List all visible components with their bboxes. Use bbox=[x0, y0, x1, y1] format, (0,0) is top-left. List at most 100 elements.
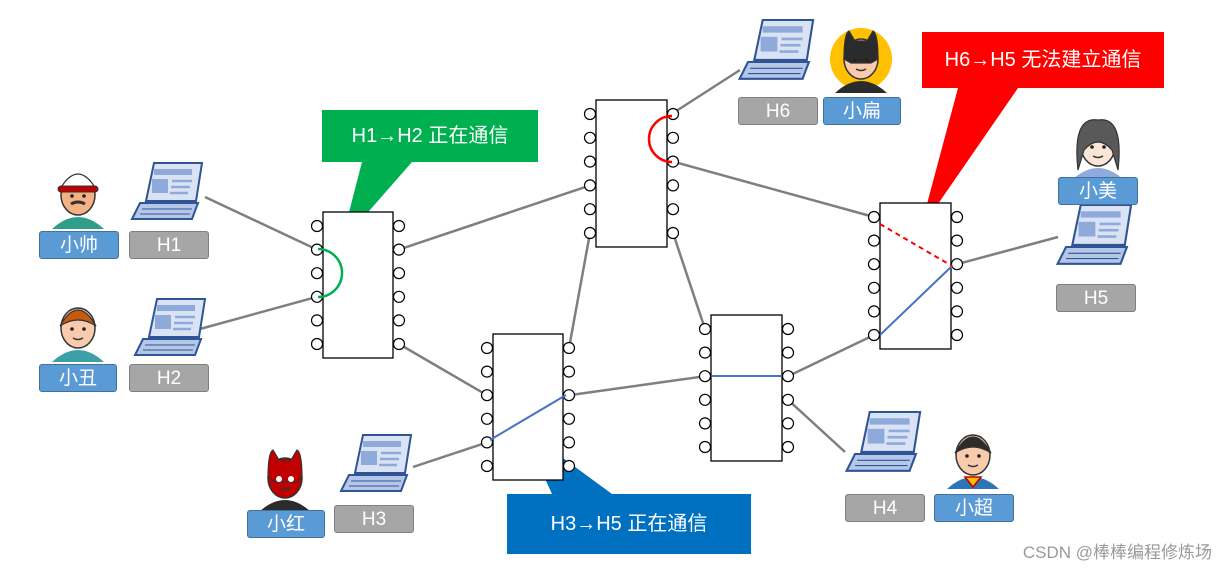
sw-c-port-11 bbox=[562, 459, 576, 473]
callout-h1-h2-text: H1→H2 正在通信 bbox=[351, 125, 509, 147]
avatar-xiaoshuai-icon-body bbox=[52, 217, 104, 229]
circuits bbox=[317, 114, 953, 441]
network-links bbox=[199, 68, 1059, 469]
laptop-h5-icon bbox=[1055, 203, 1133, 265]
link-7 bbox=[671, 232, 707, 330]
laptop-h1-icon bbox=[130, 162, 204, 220]
host-label-h3: H3 bbox=[334, 505, 414, 533]
laptop-h5-icon-keyboard bbox=[1055, 245, 1129, 265]
laptop-h6-icon-keyboard bbox=[737, 60, 811, 80]
laptop-h2-icon-keyboard bbox=[133, 338, 203, 356]
link-12 bbox=[956, 235, 1059, 266]
sw-e-port-11 bbox=[950, 328, 964, 342]
sw-d-port-0 bbox=[698, 322, 712, 336]
avatar-xiaochou-icon-eye-right bbox=[82, 327, 86, 331]
sw-e-port-4 bbox=[867, 305, 881, 318]
link-4 bbox=[669, 68, 741, 117]
laptop-h4-icon-keys bbox=[855, 459, 910, 467]
sw-c-port-4 bbox=[480, 436, 494, 449]
avatar-xiaomei-icon bbox=[1072, 119, 1124, 180]
sw-c-port-9 bbox=[562, 412, 576, 425]
laptop-h3-icon bbox=[339, 434, 413, 492]
host-label-h1: H1 bbox=[129, 231, 209, 259]
avatar-xiaochou-icon-eye-left bbox=[70, 327, 74, 331]
link-10 bbox=[787, 333, 875, 378]
avatar-xiaohong-icon-mask bbox=[267, 449, 303, 483]
laptop-h4-icon-keyboard bbox=[844, 452, 918, 472]
laptop-h5-icon-block bbox=[1078, 221, 1096, 237]
sw-a-port-6 bbox=[392, 219, 406, 233]
laptop-h2-icon-keys bbox=[143, 344, 195, 351]
link-3 bbox=[398, 342, 488, 397]
laptop-h6-icon-keys bbox=[748, 67, 803, 75]
sw-e-port-8 bbox=[950, 258, 964, 271]
sw-e-port-7 bbox=[950, 234, 964, 247]
laptop-h1-icon-lines bbox=[170, 179, 192, 195]
callout-h6-h5-shape bbox=[920, 32, 1164, 230]
avatar-xiaomei-icon-eye-right bbox=[1102, 145, 1106, 149]
avatar-xiaochou-icon-body bbox=[52, 350, 104, 362]
avatar-xiaomei-icon-eye-left bbox=[1090, 145, 1094, 149]
avatar-xiaohong-icon-body bbox=[259, 500, 311, 512]
laptop-h4-icon-bar bbox=[869, 418, 910, 425]
laptop-h4-icon bbox=[844, 410, 922, 472]
link-9 bbox=[412, 441, 488, 469]
sw-e-port-3 bbox=[867, 281, 881, 294]
sw-a-port-7 bbox=[392, 243, 406, 256]
user-label-xiaochou: 小丑 bbox=[39, 364, 117, 392]
sw-a-port-10 bbox=[392, 314, 406, 327]
link-8 bbox=[568, 374, 706, 397]
circuit-h3-sw-c bbox=[489, 394, 567, 441]
laptop-h1-icon-bar bbox=[154, 169, 192, 175]
callout-h6-h5-text: H6→H5 无法建立通信 bbox=[944, 49, 1142, 71]
sw-a-port-8 bbox=[392, 267, 406, 280]
laptop-h3-icon-block bbox=[361, 451, 377, 465]
laptop-h4-icon-lines bbox=[886, 429, 910, 445]
sw-b-port-0 bbox=[583, 107, 597, 121]
circuit-h6-switch bbox=[647, 114, 673, 164]
avatar-xiaoshuai-icon-mustache bbox=[70, 200, 86, 206]
sw-d-port-2 bbox=[698, 370, 712, 383]
sw-c-port-0 bbox=[480, 341, 494, 355]
host-label-h6: H6 bbox=[738, 97, 818, 125]
laptops bbox=[130, 18, 1133, 492]
laptop-h3-icon-keys bbox=[349, 480, 401, 487]
sw-b-port-10 bbox=[666, 203, 680, 216]
link-6 bbox=[567, 232, 592, 349]
callout-h1-h2-shape bbox=[322, 110, 538, 243]
avatar-xiaohong-icon-eye-left bbox=[276, 476, 282, 482]
laptop-h3-icon-lines bbox=[379, 451, 401, 467]
sw-d-port-11 bbox=[781, 440, 795, 454]
avatar-xiaohong-icon-mouth bbox=[279, 487, 291, 491]
sw-b-port-6 bbox=[666, 107, 680, 121]
avatar-xiaochao-icon-emblem bbox=[963, 476, 983, 489]
circuit-sw-e-blue bbox=[879, 265, 953, 336]
circuit-h1-h2 bbox=[317, 247, 344, 299]
link-5 bbox=[672, 160, 875, 219]
avatar-xiaochou-icon bbox=[52, 307, 104, 362]
host-label-h2: H2 bbox=[129, 364, 209, 392]
avatar-xiaoshuai-icon-cap-brim bbox=[57, 185, 99, 193]
sw-b-port-4 bbox=[583, 203, 597, 216]
avatar-xiaomei-icon-mouth bbox=[1092, 155, 1104, 159]
avatar-xiaochou-icon-mouth bbox=[72, 337, 84, 341]
avatar-xiaochao-icon-hair bbox=[954, 436, 992, 454]
laptop-h6-icon bbox=[737, 18, 815, 80]
sw-e-port-6 bbox=[950, 210, 964, 224]
sw-a-port-4 bbox=[310, 314, 324, 327]
laptop-h5-icon-keys bbox=[1066, 252, 1121, 260]
avatars bbox=[52, 28, 1124, 512]
avatar-xiaobian-icon-mask bbox=[843, 30, 879, 64]
laptop-h6-icon-block bbox=[760, 36, 778, 52]
sw-a-port-2 bbox=[310, 267, 324, 280]
sw-e-port-0 bbox=[867, 210, 881, 224]
callout-shapes bbox=[322, 32, 1164, 554]
laptop-h2-icon-lines bbox=[173, 315, 195, 331]
laptop-h2-icon bbox=[133, 298, 207, 356]
sw-d-port-7 bbox=[781, 346, 795, 359]
link-11 bbox=[787, 398, 846, 453]
avatar-xiaomei-icon-long-hair bbox=[1076, 119, 1120, 171]
sw-a bbox=[322, 211, 394, 359]
watermark: CSDN @棒棒编程修炼场 bbox=[1022, 543, 1212, 562]
sw-b-port-11 bbox=[666, 226, 680, 240]
